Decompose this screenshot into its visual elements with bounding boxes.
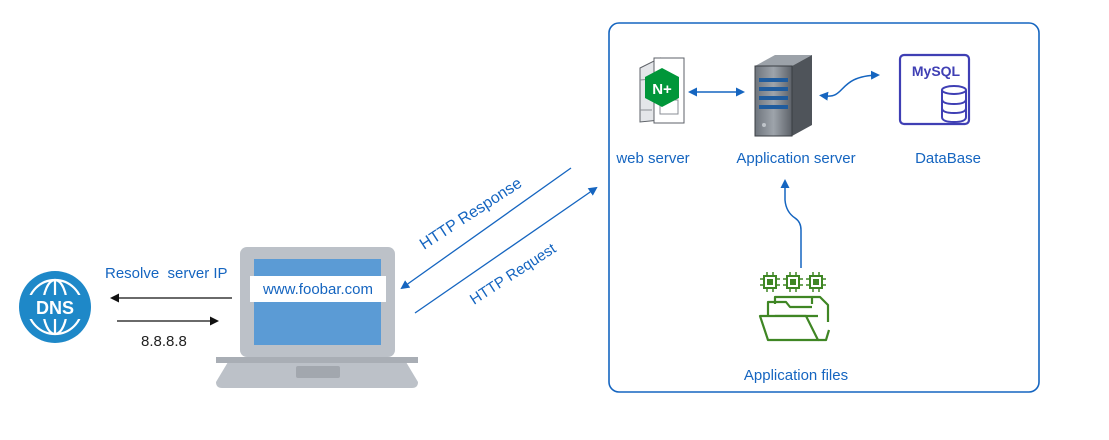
server-infrastructure-box — [608, 22, 1040, 393]
mysql-icon: MySQL — [898, 53, 971, 126]
resolved-ip-label: 8.8.8.8 — [141, 333, 187, 350]
files-to-app-arrow — [780, 179, 802, 268]
mysql-icon-text: MySQL — [912, 63, 961, 79]
nginx-icon: N+ — [639, 57, 685, 124]
web-server-label: web server — [615, 150, 689, 167]
app-files-icon — [758, 272, 831, 342]
dns-icon: DNS — [19, 271, 91, 343]
http-response-label: HTTP Response — [417, 175, 525, 254]
http-request-arrow — [414, 186, 598, 314]
app-server-label: Application server — [736, 150, 855, 167]
app-server-icon — [754, 55, 812, 137]
app-to-db-arrow — [819, 70, 880, 101]
http-request-label: HTTP Request — [467, 240, 560, 309]
url-text: www.foobar.com — [262, 281, 373, 298]
laptop-icon — [216, 247, 418, 388]
dns-icon-label: DNS — [36, 298, 74, 318]
http-response-arrow — [400, 167, 572, 290]
nginx-icon-text: N+ — [652, 81, 672, 98]
app-files-label: Application files — [744, 367, 848, 384]
resolve-ip-label: Resolve server IP — [105, 265, 228, 282]
database-label: DataBase — [915, 150, 981, 167]
url-bar[interactable] — [250, 276, 386, 302]
